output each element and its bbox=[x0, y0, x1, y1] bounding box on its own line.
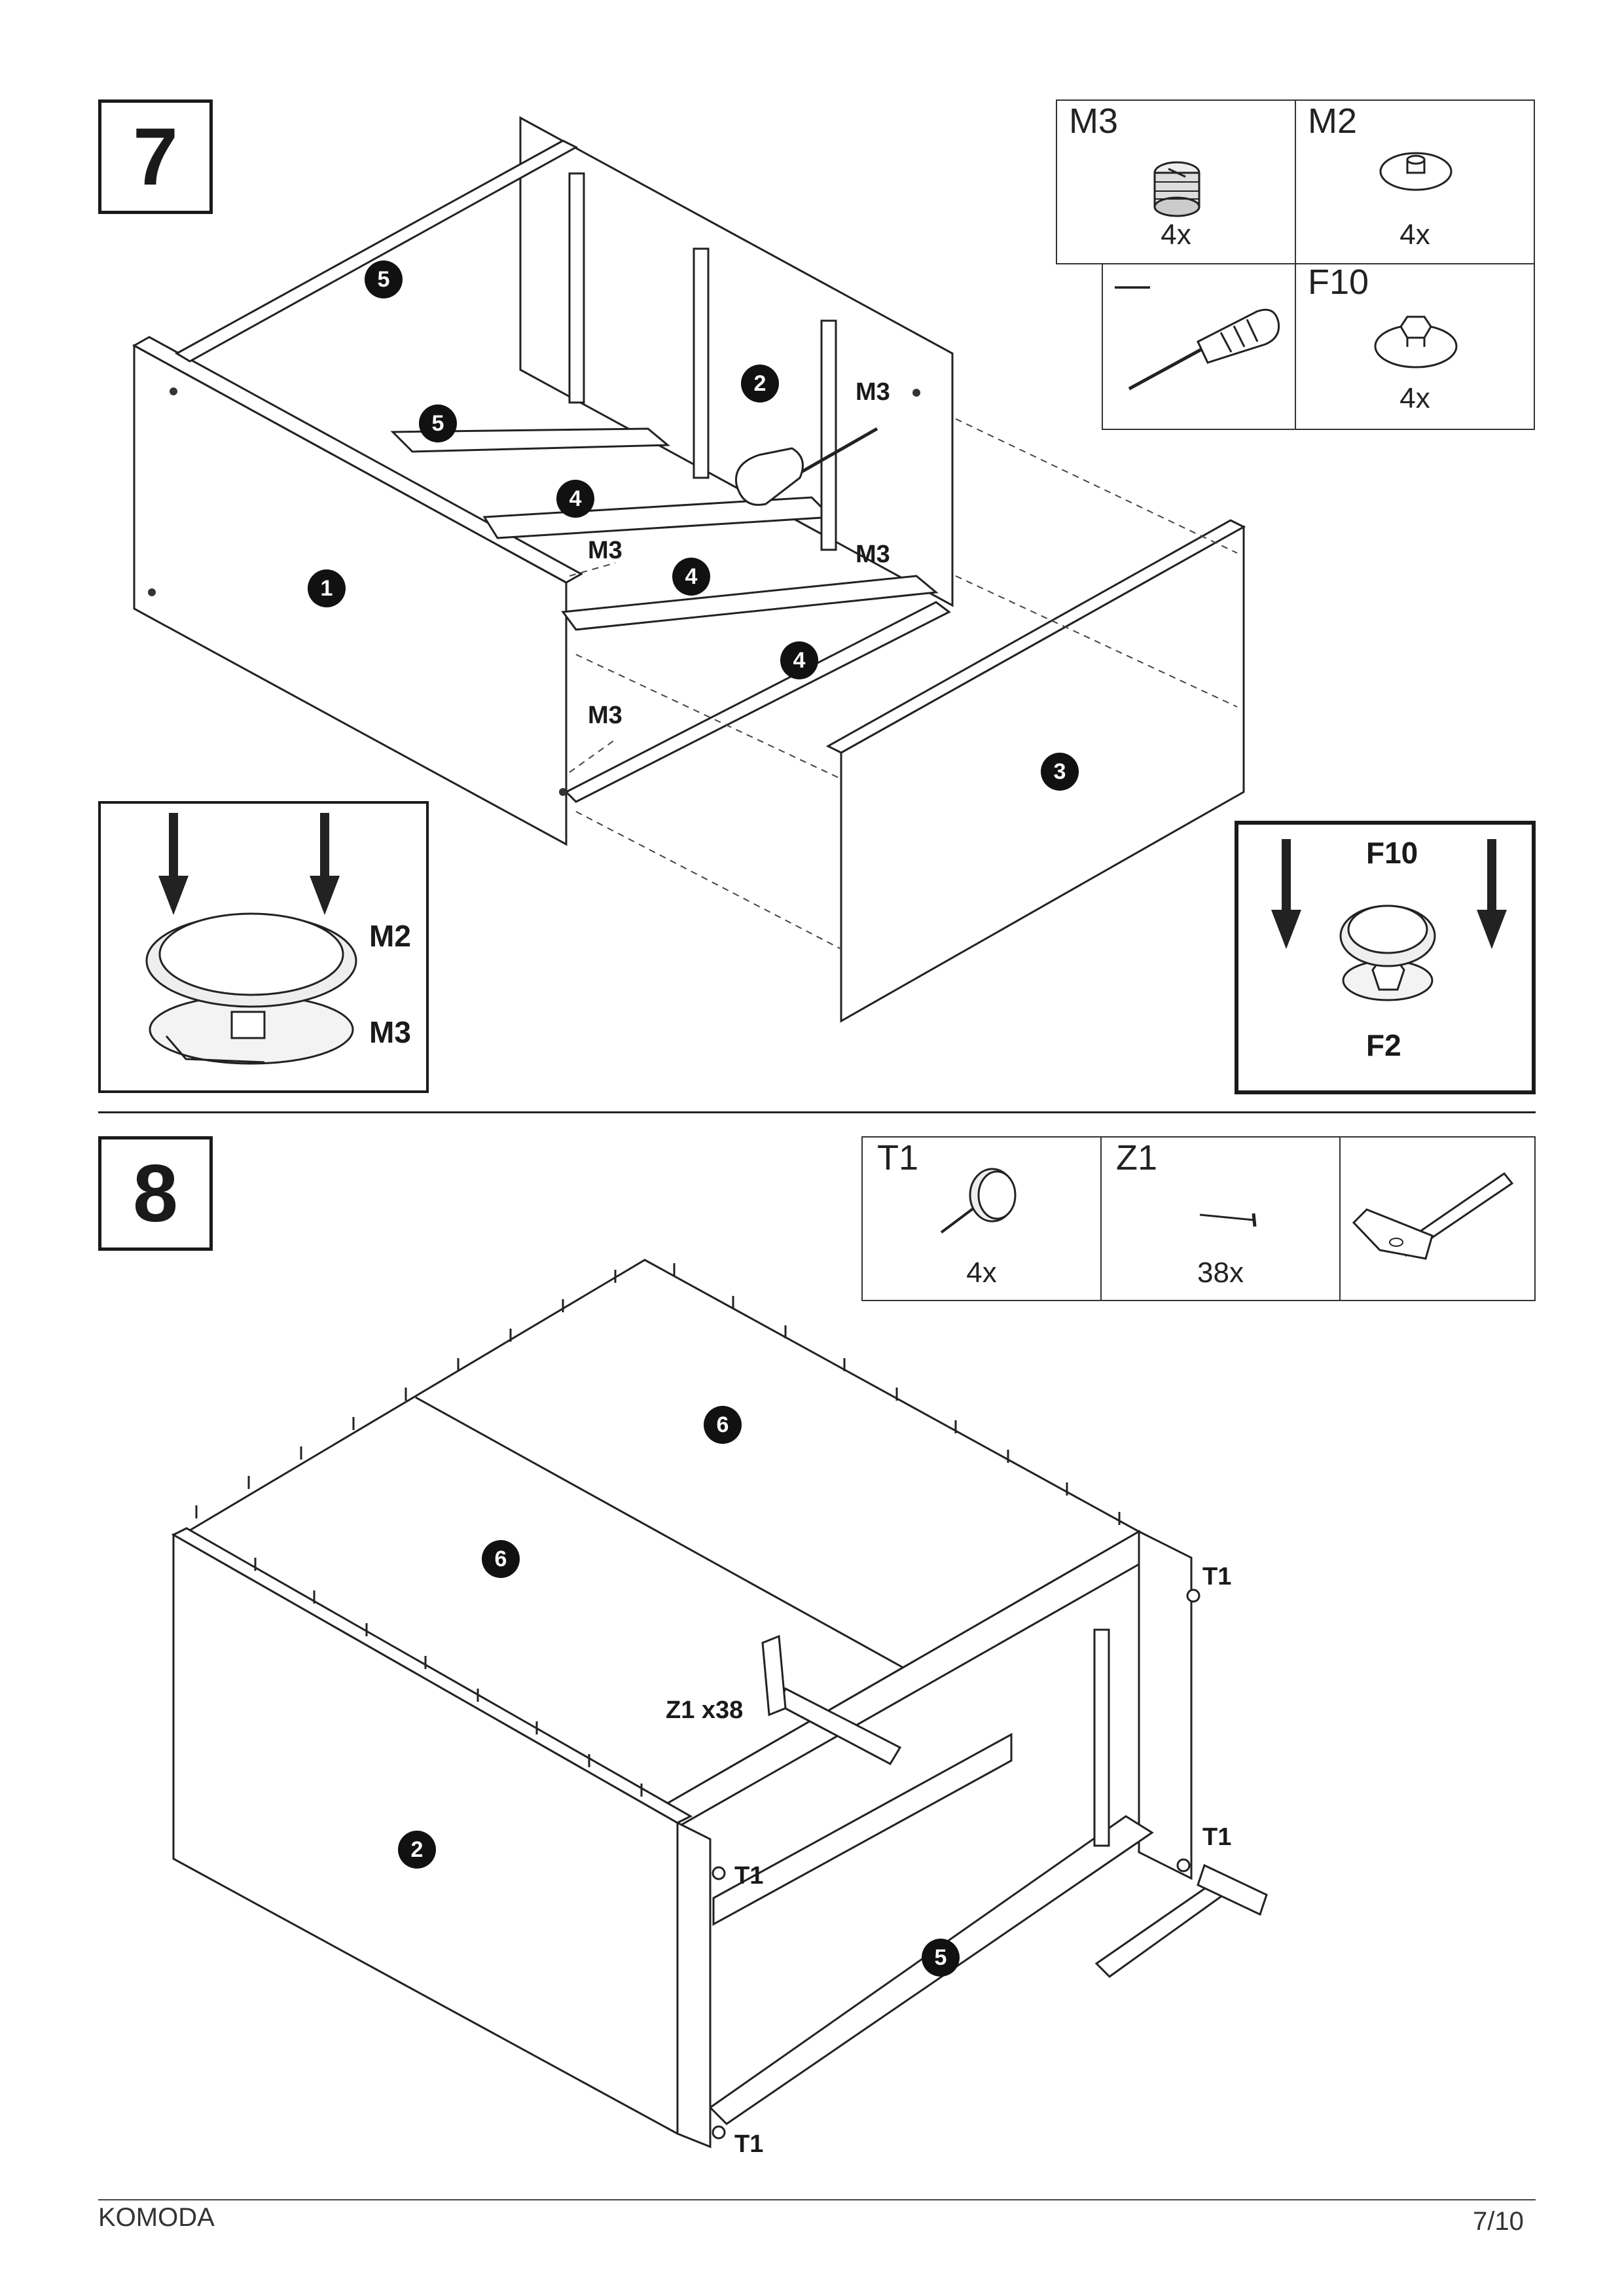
callout-marker: 6 bbox=[704, 1406, 742, 1444]
cam-cover-detail-icon bbox=[145, 813, 357, 1065]
callout-marker: 4 bbox=[780, 641, 818, 679]
cam-cover-icon bbox=[1379, 152, 1453, 191]
part-qty: 38x bbox=[1197, 1257, 1244, 1289]
callout-marker: 5 bbox=[365, 260, 403, 298]
part-qty: 4x bbox=[1399, 219, 1430, 251]
detail-box-cap: F10 F2 bbox=[1235, 821, 1536, 1094]
detail-box-cam-cover: M2 M3 bbox=[98, 801, 429, 1093]
callout-marker: 4 bbox=[556, 480, 594, 518]
parts-table-step8: T1 4x Z1 38x bbox=[861, 1136, 1536, 1301]
part-qty: 4x bbox=[1161, 219, 1191, 251]
glide-label: T1 bbox=[734, 2130, 764, 2158]
step-divider bbox=[98, 1111, 1536, 1113]
part-qty: 4x bbox=[966, 1257, 997, 1289]
part-code: F10 bbox=[1308, 262, 1369, 302]
part-cell-t1: T1 4x bbox=[861, 1136, 1102, 1301]
part-cell-hammer bbox=[1339, 1136, 1536, 1301]
callout-marker: 6 bbox=[482, 1540, 520, 1578]
glide-label: T1 bbox=[1202, 1563, 1232, 1590]
step-number: 8 bbox=[133, 1148, 178, 1239]
detail-label-top: F10 bbox=[1366, 836, 1418, 870]
part-label: M3 bbox=[588, 702, 623, 729]
document-title: KOMODA bbox=[98, 2203, 215, 2232]
nail-count-label: Z1 x38 bbox=[666, 1696, 744, 1724]
cam-lock-icon bbox=[1153, 161, 1200, 217]
nail-icon bbox=[1199, 1213, 1257, 1227]
step-number-box: 7 bbox=[98, 99, 213, 214]
screwdriver-icon bbox=[1128, 308, 1280, 391]
part-code: T1 bbox=[877, 1138, 919, 1177]
callout-marker: 3 bbox=[1041, 753, 1079, 791]
part-cell-screwdriver: — bbox=[1102, 263, 1296, 430]
part-code: M3 bbox=[1069, 101, 1119, 141]
callout-marker: 2 bbox=[741, 365, 779, 403]
detail-label-bottom: M3 bbox=[369, 1015, 411, 1049]
step-number-box: 8 bbox=[98, 1136, 213, 1251]
part-cell-f10: F10 4x bbox=[1295, 262, 1535, 430]
part-cell-m2: M2 4x bbox=[1295, 99, 1535, 264]
cap-detail-icon bbox=[1271, 839, 1507, 1001]
detail-label-bottom: F2 bbox=[1366, 1028, 1401, 1062]
callout-marker: 5 bbox=[419, 404, 457, 442]
hammer-icon bbox=[1352, 1172, 1514, 1260]
part-code: Z1 bbox=[1116, 1138, 1158, 1177]
parts-table-step7: M3 4x M2 4x — F10 bbox=[1056, 99, 1535, 430]
part-code: — bbox=[1115, 265, 1150, 304]
part-label: M3 bbox=[856, 378, 890, 406]
part-label: M3 bbox=[856, 541, 890, 568]
part-code: M2 bbox=[1308, 101, 1358, 141]
footer-rule bbox=[98, 2199, 1536, 2200]
glide-label: T1 bbox=[1202, 1823, 1232, 1851]
callout-marker: 2 bbox=[398, 1831, 436, 1869]
cap-icon bbox=[1374, 315, 1458, 368]
callout-marker: 5 bbox=[922, 1939, 960, 1977]
glide-label: T1 bbox=[734, 1862, 764, 1890]
detail-label-top: M2 bbox=[369, 919, 411, 953]
part-label: M3 bbox=[588, 537, 623, 564]
glide-pin-icon bbox=[940, 1168, 1017, 1234]
callout-marker: 4 bbox=[672, 558, 710, 596]
part-qty: 4x bbox=[1399, 382, 1430, 414]
callout-marker: 1 bbox=[308, 569, 346, 607]
step-number: 7 bbox=[133, 111, 178, 202]
page-number: 7/10 bbox=[1473, 2207, 1524, 2236]
